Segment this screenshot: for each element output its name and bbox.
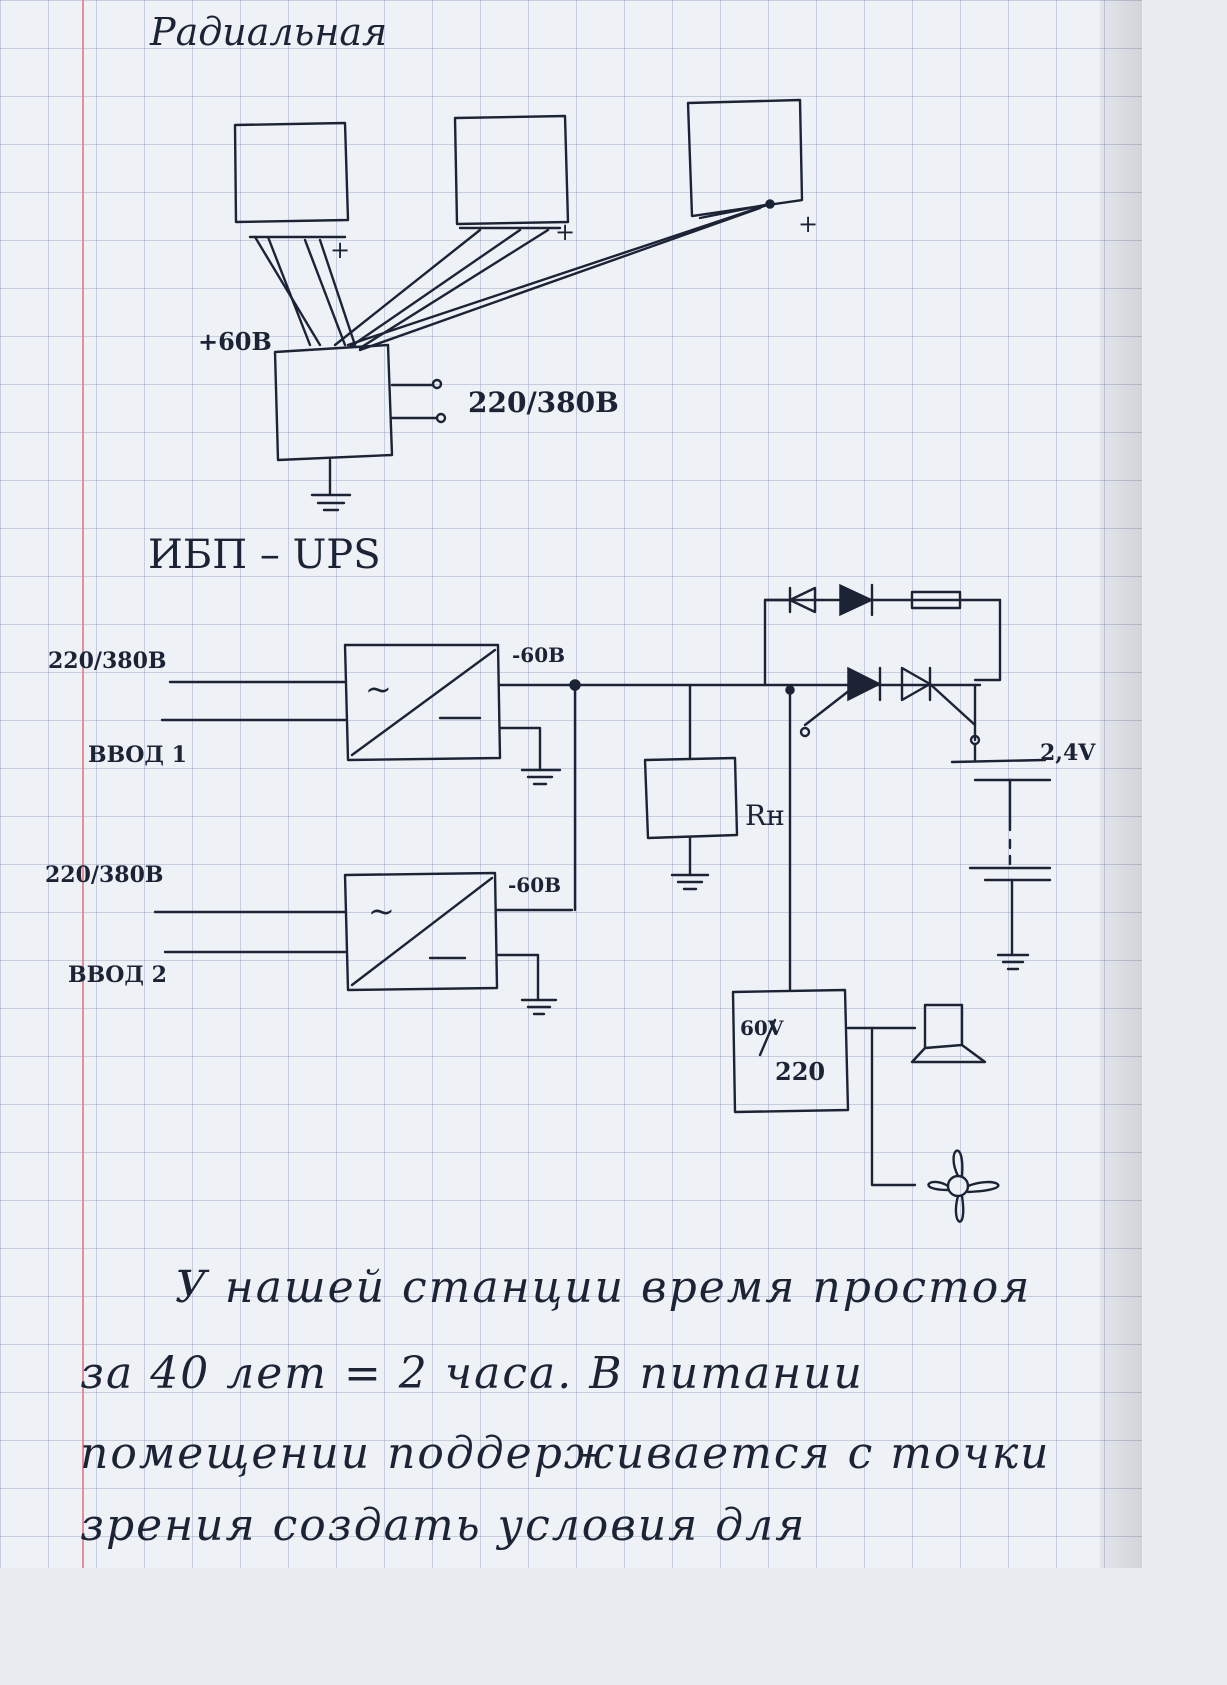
plus-mark-3: +: [798, 210, 818, 238]
diode-network: [763, 583, 1002, 746]
computer-icon: [910, 1003, 987, 1064]
dc-bus: [569, 598, 982, 912]
radial-title: Радиальная: [149, 10, 387, 54]
rectifier-2-tilde: ~: [368, 892, 395, 930]
load-label: Rн: [745, 799, 785, 832]
battery-cell-label: 2,4V: [1040, 740, 1096, 766]
radial-load-box-3: [686, 98, 804, 218]
plus-60-label: +60В: [198, 327, 272, 356]
rectifier-2: [153, 871, 574, 1016]
radial-feeder-lines: [248, 199, 775, 352]
note-line-2: за 40 лет = 2 часа. В питании: [80, 1348, 864, 1399]
plus-mark-2: +: [555, 218, 575, 246]
plus-mark-1: +: [330, 236, 350, 264]
notebook-page: [0, 0, 1142, 1568]
input-2-voltage-label: 220/380В: [45, 862, 163, 888]
note-line-4: зрения создать условия для: [80, 1500, 807, 1551]
inverter-label-bottom: 220: [775, 1057, 825, 1086]
rectifier-1: [160, 643, 577, 786]
inverter: [731, 688, 917, 1187]
input-1-voltage-label: 220/380В: [48, 648, 166, 674]
bus-label-2: -60В: [508, 873, 561, 897]
inverter-label-top: 60V: [740, 1016, 784, 1040]
page-fold-shadow: [1100, 0, 1142, 1568]
bus-label-1: -60В: [512, 643, 565, 667]
radial-input-label: 220/380В: [468, 386, 619, 419]
circuit-diagram: Радиальная + + + +60В 220/380В ИБ: [45, 10, 1096, 1223]
input-1-name-label: ВВОД 1: [88, 742, 187, 768]
radial-load-box-1: [233, 121, 350, 224]
input-2-name-label: ВВОД 2: [68, 962, 167, 988]
margin-line: [82, 0, 84, 1568]
radial-load-box-2: [453, 114, 570, 226]
load-resistor: [643, 683, 739, 891]
note-line-1: У нашей станции время простоя: [175, 1262, 1032, 1313]
note-line-3: помещении поддерживается с точки: [80, 1428, 1051, 1479]
battery-bank: [950, 683, 1052, 971]
rectifier-1-tilde: ~: [365, 670, 392, 708]
radial-source-box: [273, 343, 447, 512]
ups-title: ИБП – UPS: [148, 532, 381, 578]
fan-icon: [927, 1149, 1000, 1223]
